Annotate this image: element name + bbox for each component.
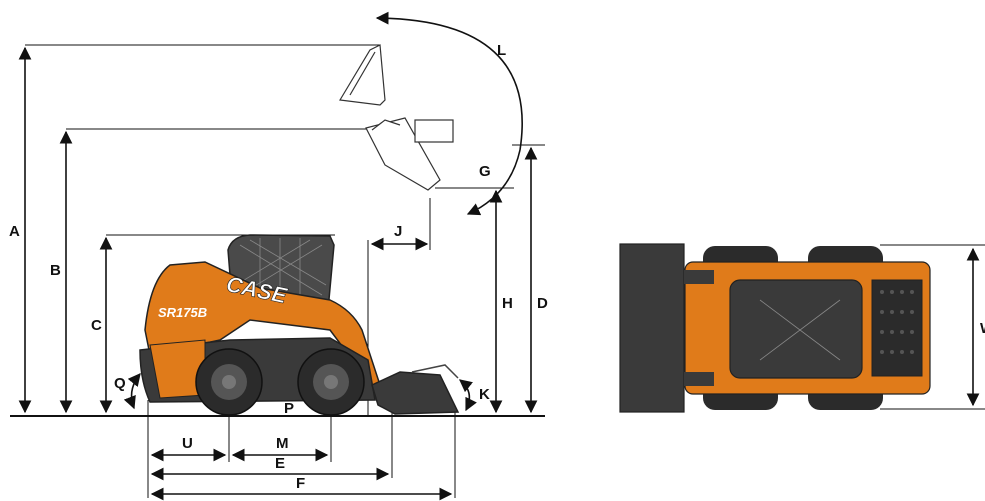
angle-K: K xyxy=(459,379,490,412)
label-E: E xyxy=(275,455,285,472)
label-Q: Q xyxy=(114,375,126,392)
skid-steer-side-view: SR175B CASE xyxy=(139,234,460,416)
raised-bucket-mid-outline xyxy=(365,117,454,191)
dimension-M: M xyxy=(231,410,332,462)
label-U: U xyxy=(182,435,193,452)
label-J: J xyxy=(394,223,402,240)
angle-Q: Q xyxy=(114,373,141,410)
model-badge: SR175B xyxy=(158,305,207,320)
dimension-D: D xyxy=(512,144,548,414)
skid-steer-top-view: W xyxy=(619,243,985,413)
label-W: W xyxy=(980,320,985,337)
label-K: K xyxy=(479,386,490,403)
dimension-L: L xyxy=(375,11,523,216)
engine-grille xyxy=(871,279,923,377)
label-M: M xyxy=(276,435,289,452)
dimension-H: H xyxy=(435,187,514,414)
raised-bucket-top-outline xyxy=(339,44,386,106)
label-B: B xyxy=(50,262,61,279)
bucket-top xyxy=(619,243,685,413)
label-D: D xyxy=(537,295,548,312)
dimension-A: A xyxy=(9,44,380,414)
label-G: G xyxy=(479,163,491,180)
cab-top xyxy=(729,279,863,379)
label-C: C xyxy=(91,317,102,334)
label-F: F xyxy=(296,475,305,492)
dimension-U: U xyxy=(147,400,230,498)
bucket-lowered xyxy=(371,371,460,415)
label-P: P xyxy=(284,400,294,417)
dimension-G: G xyxy=(479,163,491,180)
label-L: L xyxy=(497,42,506,59)
label-A: A xyxy=(9,223,20,240)
label-H: H xyxy=(502,295,513,312)
dimension-B: B xyxy=(50,128,372,414)
dimension-F: F xyxy=(150,410,456,501)
